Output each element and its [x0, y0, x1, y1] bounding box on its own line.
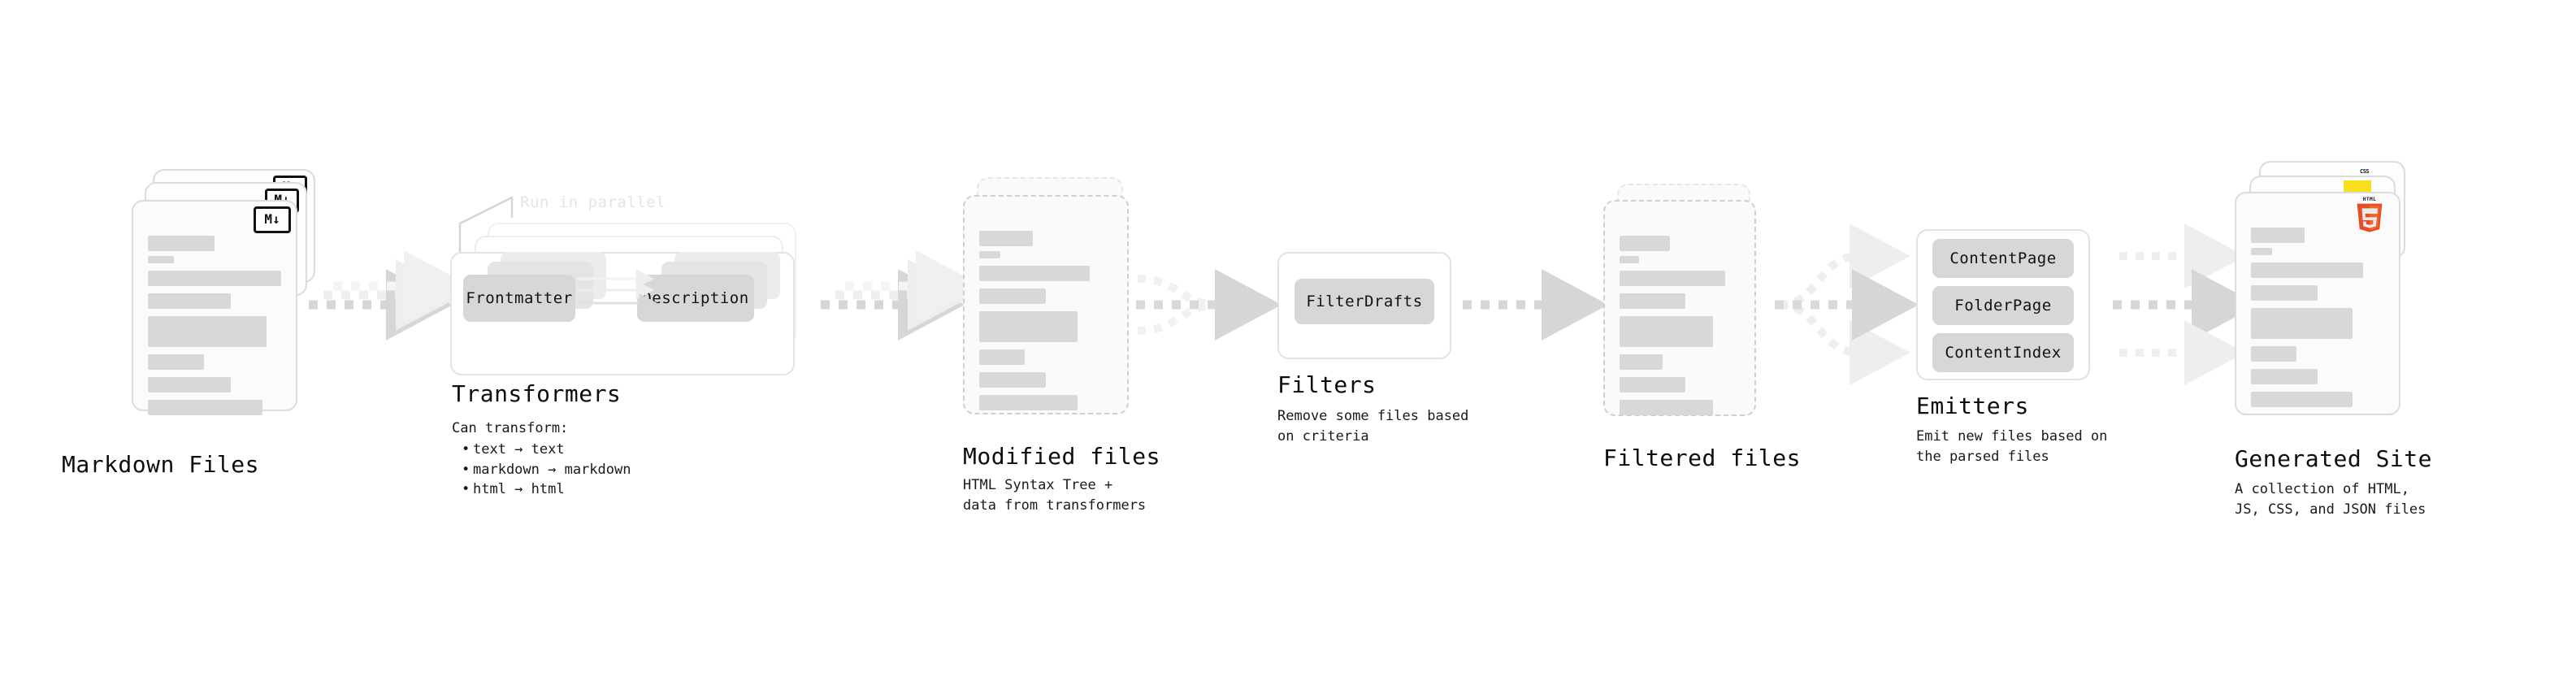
skeleton-bars — [1620, 236, 1740, 423]
connector-markdown-to-transformers — [309, 250, 471, 340]
modified-files-description: HTML Syntax Tree + data from transformer… — [963, 477, 1147, 514]
run-in-parallel-note: Run in parallel — [520, 193, 666, 211]
markdown-badge-front: M↓ — [254, 206, 291, 233]
filters-description: Remove some files based on criteria — [1277, 408, 1469, 445]
transformers-bullet-2: html → html — [462, 479, 631, 500]
stage-title-transformers: Transformers — [452, 380, 622, 407]
stage-title-generated-site: Generated Site — [2235, 445, 2433, 472]
skeleton-bars — [2251, 228, 2384, 414]
transformers-bullets: text → text markdown → markdown html → h… — [462, 440, 631, 500]
connector-transformers-to-modified — [821, 250, 983, 340]
skeleton-bars — [148, 236, 281, 423]
markdown-card-front[interactable] — [132, 200, 297, 415]
emitter-chip-contentpage[interactable]: ContentPage — [1932, 239, 2074, 278]
skeleton-bars — [979, 231, 1112, 418]
filter-chip-filterdrafts[interactable]: FilterDrafts — [1295, 279, 1434, 324]
modified-card-front[interactable] — [963, 195, 1129, 414]
emitter-chip-contentindex[interactable]: ContentIndex — [1932, 333, 2074, 372]
transformers-description: Can transform: — [452, 420, 569, 436]
transformers-bullet-1: markdown → markdown — [462, 460, 631, 480]
stage-title-filtered-files: Filtered files — [1603, 445, 1802, 471]
stage-title-emitters: Emitters — [1916, 393, 2029, 419]
stage-title-modified-files: Modified files — [963, 443, 1161, 470]
stage-title-markdown-files: Markdown Files — [62, 451, 260, 478]
filtered-card-front[interactable] — [1603, 200, 1756, 416]
stage-title-filters: Filters — [1277, 371, 1377, 398]
transformer-chip-description[interactable]: Description — [637, 275, 754, 322]
generated-site-description: A collection of HTML, JS, CSS, and JSON … — [2235, 481, 2426, 518]
transformers-bullet-0: text → text — [462, 440, 631, 460]
html5-logo-icon: HTML — [2357, 197, 2383, 232]
emitters-description: Emit new files based on the parsed files — [1916, 428, 2108, 465]
transformer-chip-frontmatter[interactable]: Frontmatter — [463, 275, 575, 322]
emitter-chip-folderpage[interactable]: FolderPage — [1932, 286, 2074, 325]
connector-modified-to-filters — [1136, 269, 1282, 340]
svg-text:HTML: HTML — [2363, 197, 2376, 202]
connector-emitters-to-site — [2113, 223, 2259, 385]
connector-filtered-to-emitters — [1775, 223, 1919, 385]
site-card-front[interactable] — [2235, 192, 2400, 415]
